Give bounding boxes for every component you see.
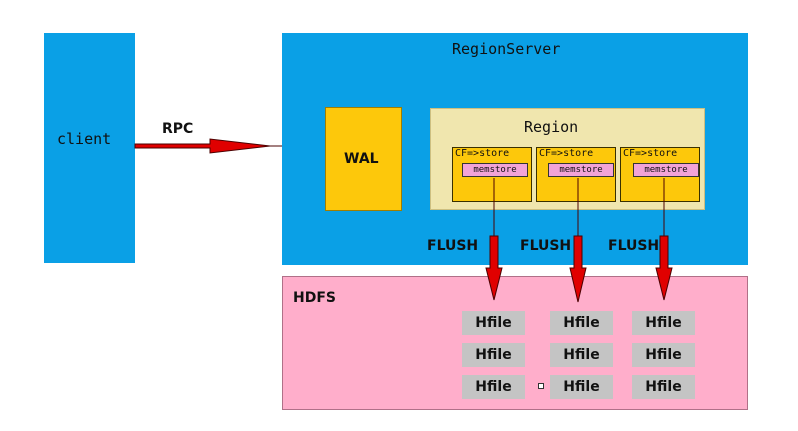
- hfile-r3-c3: Hfile: [632, 375, 695, 399]
- hfile-r2-c1: Hfile: [462, 343, 525, 367]
- store-label-2: CF=>store: [539, 148, 594, 159]
- hdfs-label: HDFS: [293, 290, 336, 306]
- hfile-r2-c3: Hfile: [632, 343, 695, 367]
- wal-box: [325, 107, 402, 211]
- memstore-2: memstore: [548, 163, 614, 177]
- rpc-arrow: [134, 138, 282, 154]
- store-label-3: CF=>store: [623, 148, 678, 159]
- region-label: Region: [524, 118, 579, 136]
- rpc-label: RPC: [162, 121, 194, 137]
- regionserver-label: RegionServer: [452, 40, 561, 58]
- wal-label: WAL: [344, 151, 379, 167]
- hfile-r1-c2: Hfile: [550, 311, 613, 335]
- memstore-1: memstore: [462, 163, 528, 177]
- hfile-r3-c1: Hfile: [462, 375, 525, 399]
- hfile-r3-c2: Hfile: [550, 375, 613, 399]
- store-label-1: CF=>store: [455, 148, 510, 159]
- flush-label-2: FLUSH: [520, 238, 572, 254]
- memstore-3: memstore: [633, 163, 699, 177]
- flush-label-3: FLUSH: [608, 238, 660, 254]
- small-square-marker: [538, 383, 544, 389]
- client-box: [44, 33, 135, 263]
- client-label: client: [57, 130, 112, 148]
- hfile-r2-c2: Hfile: [550, 343, 613, 367]
- hfile-r1-c1: Hfile: [462, 311, 525, 335]
- flush-label-1: FLUSH: [427, 238, 479, 254]
- hfile-r1-c3: Hfile: [632, 311, 695, 335]
